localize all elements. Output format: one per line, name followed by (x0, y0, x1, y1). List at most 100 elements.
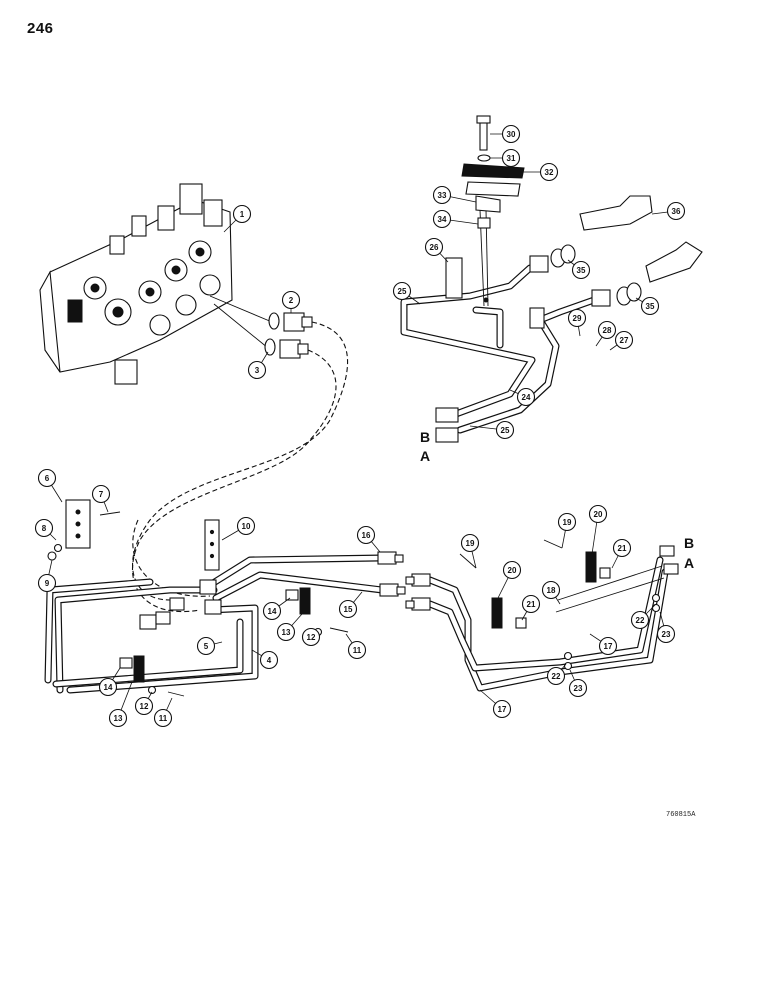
callout-15: 15 (338, 591, 363, 619)
callout-19: 19 (557, 512, 577, 549)
callout-circle (276, 622, 296, 642)
callout-14: 14 (98, 667, 121, 697)
callout-circle (598, 636, 618, 656)
callout-number: 20 (594, 510, 603, 519)
callout-number: 20 (508, 566, 517, 575)
callout-circle (392, 281, 412, 301)
callout-21: 21 (611, 538, 632, 569)
callout-circle (516, 387, 536, 407)
callout-number: 22 (636, 616, 645, 625)
callout-circle (567, 308, 587, 328)
callout-number: 15 (344, 605, 353, 614)
callout-circle (640, 296, 660, 316)
callout-number: 7 (99, 490, 104, 499)
callout-circle (501, 124, 521, 144)
callout-number: 21 (618, 544, 627, 553)
callout-23: 23 (656, 611, 676, 644)
callout-17: 17 (589, 633, 618, 656)
callout-circle (236, 516, 256, 536)
callout-35: 35 (567, 259, 591, 280)
upper-tube-assembly (400, 209, 611, 443)
callout-number: 28 (603, 326, 612, 335)
callout-circle (539, 162, 559, 182)
callout-20: 20 (588, 504, 608, 555)
callout-circle (259, 650, 279, 670)
callout-circle (614, 330, 634, 350)
callout-numbers: 1234567891011111212131314141516171718191… (34, 124, 686, 728)
callout-circle (541, 580, 561, 600)
end-label-b: B (420, 429, 430, 445)
callout-circle (546, 666, 566, 686)
callout-24: 24 (509, 387, 536, 407)
callout-number: 36 (672, 207, 681, 216)
callout-36: 36 (651, 201, 686, 221)
callout-circle (37, 573, 57, 593)
callout-number: 11 (353, 646, 362, 655)
callout-number: 24 (522, 393, 531, 402)
callout-30: 30 (490, 124, 521, 144)
callout-23: 23 (568, 669, 588, 698)
callout-number: 17 (604, 642, 613, 651)
callout-17: 17 (479, 689, 512, 719)
callout-number: 8 (42, 524, 47, 533)
callout-28: 28 (595, 320, 617, 347)
callout-9: 9 (37, 559, 57, 593)
figure-reference-code: 760815A (666, 811, 696, 819)
callout-34: 34 (432, 209, 479, 229)
callout-number: 14 (104, 683, 113, 692)
callout-number: 26 (430, 243, 439, 252)
callout-circle (37, 468, 57, 488)
adapter-fittings (264, 312, 313, 359)
callout-number: 25 (501, 426, 510, 435)
callout-12: 12 (134, 691, 154, 716)
callout-13: 13 (108, 681, 133, 728)
callout-circle (91, 484, 111, 504)
callout-number: 4 (267, 656, 272, 665)
callout-circle (666, 201, 686, 221)
callout-5: 5 (196, 636, 223, 656)
callout-1: 1 (223, 204, 252, 233)
callout-32: 32 (520, 162, 559, 182)
callout-31: 31 (490, 148, 521, 168)
callout-25: 25 (469, 420, 515, 440)
callout-6: 6 (37, 468, 63, 503)
top-clamp-hardware (461, 115, 525, 229)
callout-22: 22 (546, 663, 567, 686)
callout-circle (424, 237, 444, 257)
callout-circle (262, 601, 282, 621)
callout-3: 3 (247, 351, 269, 380)
callout-11: 11 (153, 697, 173, 728)
callout-number: 11 (159, 714, 168, 723)
callout-number: 27 (620, 336, 629, 345)
clamps-and-brackets (65, 499, 611, 683)
callout-number: 10 (242, 522, 251, 531)
callout-circle (196, 636, 216, 656)
callout-14: 14 (262, 597, 291, 621)
callout-number: 14 (268, 607, 277, 616)
callout-circle (460, 533, 480, 553)
callout-number: 31 (507, 154, 516, 163)
callout-circle (153, 708, 173, 728)
callout-35: 35 (635, 296, 660, 316)
callout-circle (568, 678, 588, 698)
callout-number: 19 (563, 518, 572, 527)
callout-number: 16 (362, 531, 371, 540)
callout-circle (281, 290, 301, 310)
callout-number: 5 (204, 642, 209, 651)
callout-number: 18 (547, 586, 556, 595)
control-valve-assembly (39, 183, 273, 385)
callout-circle (492, 699, 512, 719)
callout-27: 27 (609, 330, 634, 351)
callout-number: 9 (45, 579, 50, 588)
callout-29: 29 (567, 308, 587, 337)
callout-circle (597, 320, 617, 340)
callout-7: 7 (91, 484, 111, 513)
callout-circle (588, 504, 608, 524)
callout-circle (356, 525, 376, 545)
callout-number: 23 (662, 630, 671, 639)
callout-25: 25 (392, 281, 421, 305)
end-label-a: A (420, 448, 430, 464)
callout-number: 23 (574, 684, 583, 693)
callout-number: 35 (577, 266, 586, 275)
